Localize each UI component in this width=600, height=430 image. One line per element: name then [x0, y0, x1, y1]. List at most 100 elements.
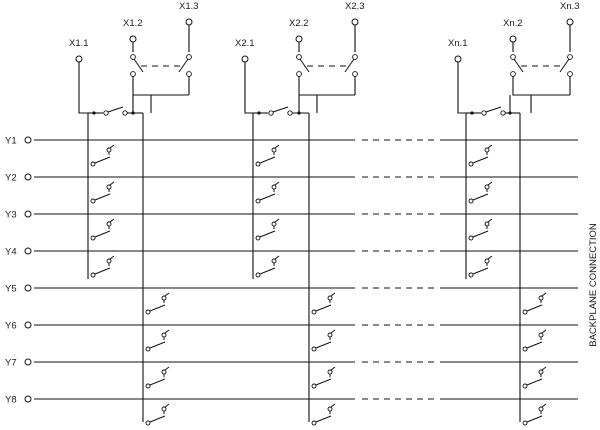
switch-blade [472, 267, 489, 275]
row-terminal [24, 395, 32, 403]
switch-contact [255, 272, 261, 278]
switch-contact [130, 71, 136, 77]
switch-contact [522, 420, 528, 426]
switch-contact [145, 309, 151, 315]
switch-blade [315, 415, 332, 423]
switch-contact [352, 54, 358, 60]
crosspoint-switch [255, 144, 280, 167]
switch-contact [106, 184, 112, 190]
switch-lead [109, 255, 115, 260]
crosspoint-switch [145, 292, 170, 315]
switch-lead [164, 292, 170, 297]
row-terminal [24, 136, 32, 144]
switch-blade [149, 415, 166, 423]
switch-lead [330, 403, 336, 408]
labels: Y1Y2Y3Y4Y5Y6Y7Y8X1.1X1.2X1.3X2.1X2.2X2.3… [5, 1, 580, 406]
switch-contact [522, 346, 528, 352]
switch-lead [164, 329, 170, 334]
column-label: X2.1 [235, 38, 255, 49]
switch-contact [106, 221, 112, 227]
column-terminal [185, 18, 193, 26]
crosspoint-switch [522, 403, 547, 426]
switch-contact [468, 272, 474, 278]
switch-contact [481, 110, 487, 116]
column-terminal [351, 18, 359, 26]
switch-blade [272, 106, 289, 113]
switch-contact [522, 309, 528, 315]
crosspoint-switch [468, 218, 493, 241]
crosspoint-switch [311, 403, 336, 426]
junction-dot [470, 111, 474, 115]
crosspoint-switch [90, 181, 115, 204]
switch-blade [94, 193, 111, 201]
switch-contact [271, 147, 277, 153]
switch-contact [255, 161, 261, 167]
switch-lead [330, 366, 336, 371]
row-terminal [24, 358, 32, 366]
row-label: Y8 [5, 395, 17, 406]
switch-contact [145, 420, 151, 426]
switch-blade [485, 106, 502, 113]
switch-contact [538, 369, 544, 375]
switch-blade [178, 58, 189, 73]
junction-dot [92, 111, 96, 115]
column-label: Xn.2 [503, 18, 523, 29]
switch-contact [327, 332, 333, 338]
switch-blade [259, 267, 276, 275]
row-label: Y6 [5, 321, 17, 332]
switch-contact [538, 406, 544, 412]
terminals [24, 18, 574, 403]
crosspoint-switch [145, 366, 170, 389]
switch-contact [327, 406, 333, 412]
crosspoint-switch [311, 329, 336, 352]
column-terminal [454, 55, 462, 63]
switch-blade [149, 341, 166, 349]
switch-blade [472, 193, 489, 201]
switch-lead [109, 181, 115, 186]
row-terminal [24, 284, 32, 292]
switch-contact [296, 71, 302, 77]
switch-blade [315, 341, 332, 349]
row-terminal [24, 210, 32, 218]
column-wire [244, 62, 253, 114]
switch-lead [274, 144, 280, 149]
switch-lead [164, 366, 170, 371]
switch-lead [541, 366, 547, 371]
switch-contact [90, 272, 96, 278]
column-terminal [129, 35, 137, 43]
column-wire [132, 76, 152, 113]
column-label: X1.2 [123, 18, 143, 29]
backplane-connection-label: BACKPLANE CONNECTION [588, 223, 599, 347]
row-terminal [24, 247, 32, 255]
switch-contact [161, 295, 167, 301]
matrix-wiring [34, 25, 578, 422]
switch-contact [327, 369, 333, 375]
column-label: X2.2 [289, 18, 309, 29]
switch-lead [487, 144, 493, 149]
switch-blade [472, 156, 489, 164]
switch-blade [526, 304, 543, 312]
crosspoint-switch [255, 218, 280, 241]
column-label: Xn.1 [448, 38, 468, 49]
crosspoint-switch [145, 329, 170, 352]
switch-blade [315, 304, 332, 312]
row-terminal [24, 321, 32, 329]
switch-lead [541, 292, 547, 297]
switch-contact [161, 406, 167, 412]
junction-dot [257, 111, 261, 115]
switch-contact [255, 235, 261, 241]
switch-contact [522, 383, 528, 389]
crosspoint-switch [90, 255, 115, 278]
switch-contact [268, 110, 274, 116]
switch-contact [161, 369, 167, 375]
switch-contact [90, 198, 96, 204]
switch-lead [487, 181, 493, 186]
switch-contact [130, 54, 136, 60]
switch-blade [344, 58, 355, 73]
switch-lead [330, 292, 336, 297]
switch-contact [122, 110, 128, 116]
column-wire [512, 76, 532, 113]
switch-contact [255, 198, 261, 204]
crosspoint-switch [255, 255, 280, 278]
